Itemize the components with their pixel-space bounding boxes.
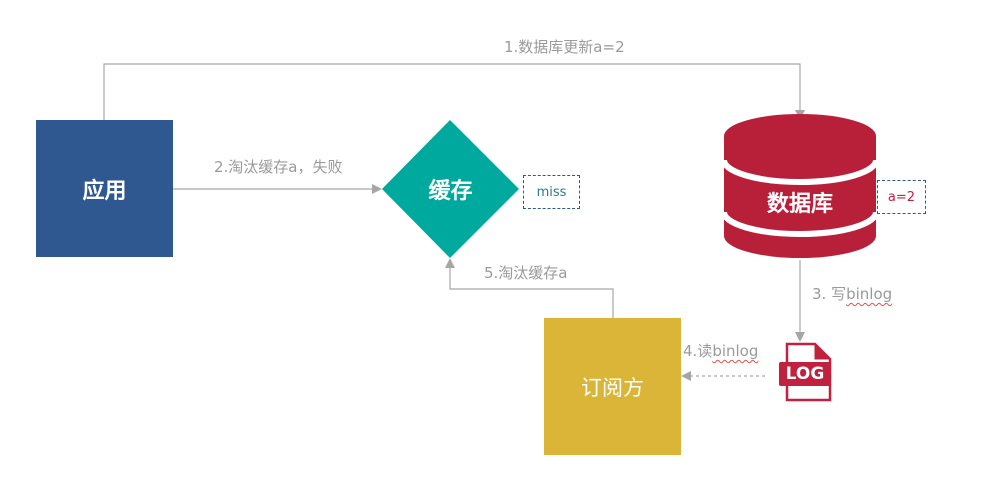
edge-label-4-word: binlog: [712, 342, 759, 360]
app-node-label: 应用: [82, 178, 127, 204]
edge-label-4: 4.读binlog: [683, 340, 758, 361]
db-value-tag: a=2: [877, 180, 926, 214]
edge-label-3-word: binlog: [846, 285, 893, 303]
subscriber-node: 订阅方: [544, 318, 681, 455]
edge-label-3-prefix: 3. 写: [812, 285, 847, 303]
edge-app-to-db: [103, 63, 805, 120]
cache-node-label: 缓存: [428, 179, 473, 204]
edge-label-3: 3. 写binlog: [812, 283, 892, 304]
edge-subscriber-to-cache: [445, 258, 614, 318]
log-label: LOG: [785, 364, 825, 384]
cache-node: 缓存: [382, 120, 519, 258]
log-file-icon: [779, 342, 832, 402]
edge-label-4-prefix: 4.读: [683, 342, 713, 360]
cache-diamond: [382, 120, 519, 258]
subscriber-node-label: 订阅方: [581, 375, 644, 400]
database-node: 数据库: [724, 170, 876, 234]
app-node: 应用: [36, 120, 173, 257]
database-node-label: 数据库: [766, 192, 833, 217]
database-cylinder: [721, 114, 879, 258]
cache-miss-tag: miss: [523, 175, 580, 209]
edge-label-5: 5.淘汰缓存a: [484, 264, 568, 282]
edge-label-1: 1.数据库更新a=2: [504, 38, 625, 56]
edge-label-2: 2.淘汰缓存a，失败: [214, 158, 343, 176]
